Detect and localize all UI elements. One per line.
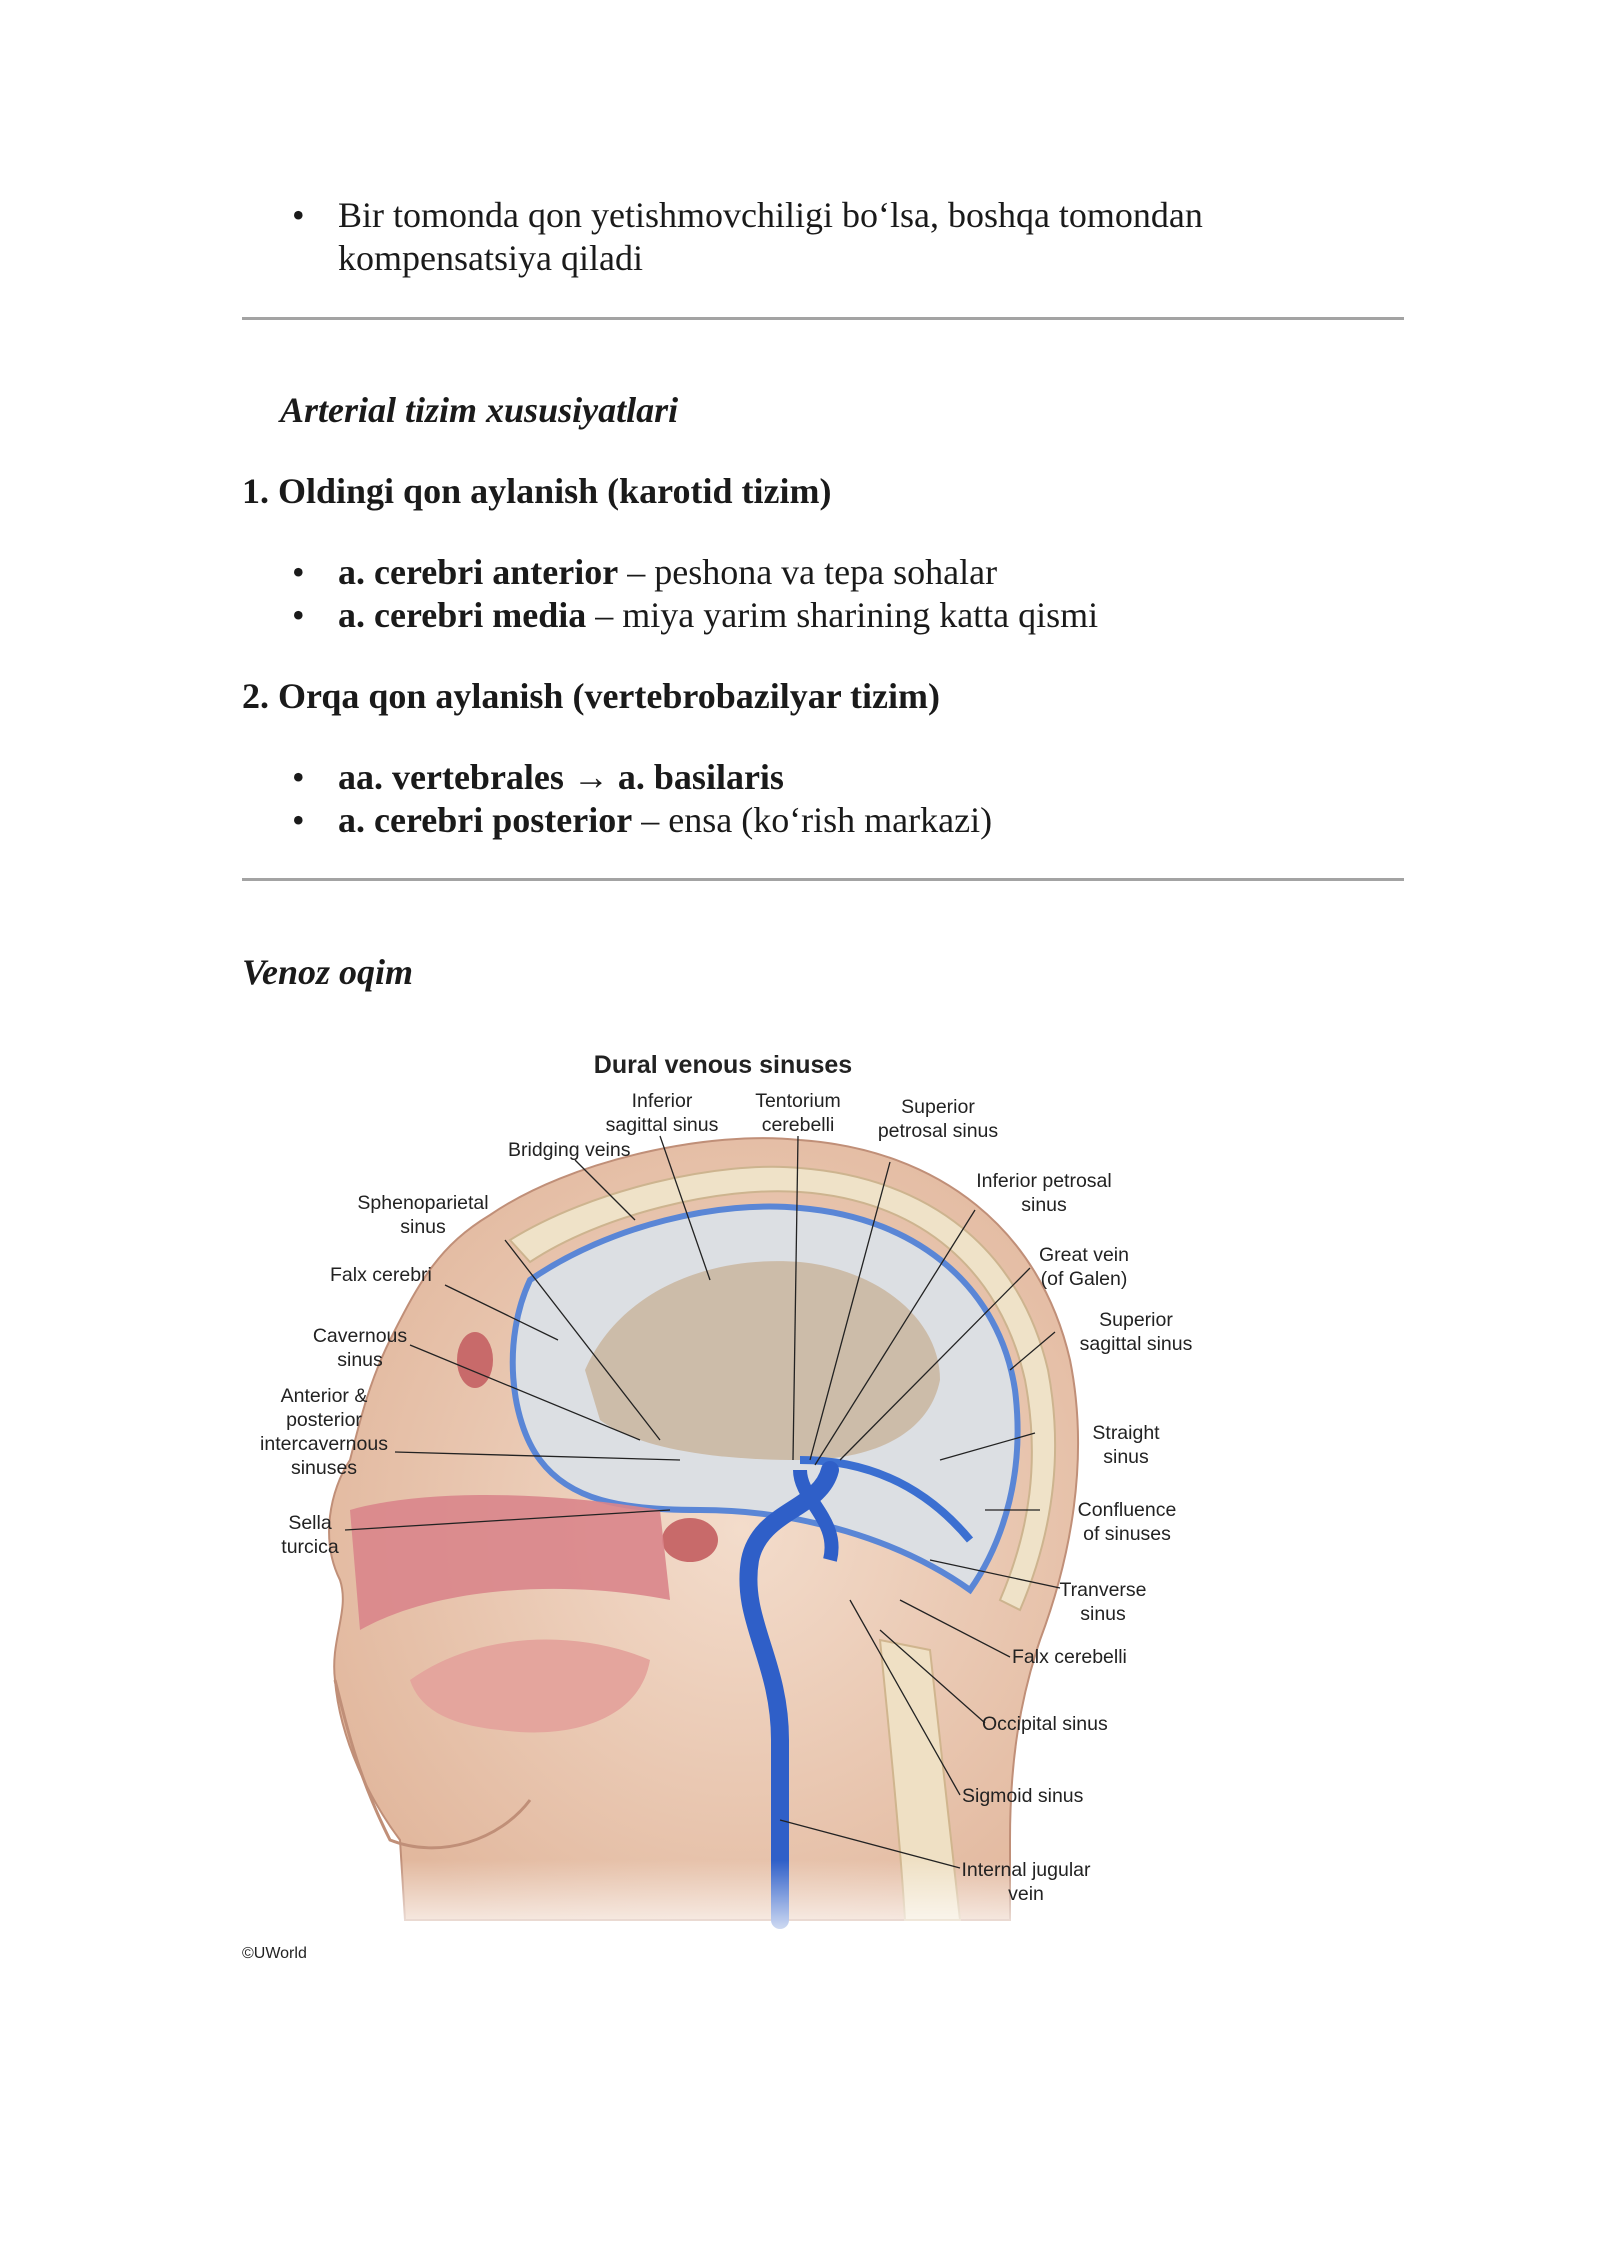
label-great-vein-of-galen: (of Galen) — [1041, 1268, 1128, 1290]
horizontal-rule — [242, 878, 1404, 881]
artery-term: aa. vertebrales → a. basilaris — [338, 757, 784, 797]
label-cavernous-sinus: sinus — [337, 1349, 383, 1371]
label-occipital-sinus: Occipital sinus — [982, 1713, 1108, 1735]
label-cavernous-sinus: Cavernous — [313, 1325, 408, 1347]
label-sella-turcica: Sella — [288, 1512, 332, 1534]
label-transverse-sinus: Tranverse — [1059, 1579, 1146, 1601]
list-item: • a. cerebri posterior – ensa (ko‘rish m… — [242, 799, 1442, 842]
list-item: • Bir tomonda qon yetishmovchiligi bo‘ls… — [242, 194, 1442, 280]
artery-description: – ensa (ko‘rish markazi) — [632, 800, 993, 840]
heading-anterior-circulation: 1. Oldingi qon aylanish (karotid tizim) — [242, 471, 832, 511]
label-sphenoparietal-sinus: sinus — [400, 1216, 446, 1238]
bullet-icon: • — [292, 800, 305, 840]
section-title-arterial: Arterial tizim xususiyatlari — [280, 390, 679, 430]
label-falx-cerebri: Falx cerebri — [330, 1264, 432, 1286]
label-falx-cerebelli: Falx cerebelli — [1012, 1646, 1127, 1668]
label-superior-sagittal-sinus: Superior — [1099, 1309, 1173, 1331]
label-transverse-sinus: sinus — [1080, 1603, 1126, 1625]
label-intercavernous-sinuses: sinuses — [291, 1457, 357, 1479]
label-inferior-sagittal-sinus: Inferior — [632, 1090, 693, 1112]
label-sphenoparietal-sinus: Sphenoparietal — [357, 1192, 488, 1214]
section-title-venous: Venoz oqim — [242, 952, 414, 992]
label-leader-lines — [344, 1135, 1061, 1869]
list-item: • a. cerebri media – miya yarim sharinin… — [242, 594, 1442, 637]
bullet-text-line2: kompensatsiya qiladi — [338, 238, 643, 278]
label-straight-sinus: Straight — [1092, 1422, 1160, 1444]
bullet-icon: • — [292, 195, 305, 235]
label-tentorium-cerebelli: cerebelli — [762, 1114, 835, 1136]
list-item: • aa. vertebrales → a. basilaris — [242, 756, 1442, 799]
label-sigmoid-sinus: Sigmoid sinus — [962, 1785, 1084, 1807]
artery-term: a. cerebri anterior — [338, 552, 619, 592]
label-internal-jugular-vein: vein — [1008, 1883, 1044, 1905]
label-straight-sinus: sinus — [1103, 1446, 1149, 1468]
artery-term: a. cerebri posterior — [338, 800, 633, 840]
list-item: • a. cerebri anterior – peshona va tepa … — [242, 551, 1442, 594]
label-internal-jugular-vein: Internal jugular — [962, 1859, 1092, 1881]
label-intercavernous-sinuses: posterior — [286, 1409, 362, 1431]
bullet-icon: • — [292, 595, 305, 635]
artery-term: a. cerebri media — [338, 595, 587, 635]
label-bridging-veins: Bridging veins — [508, 1139, 631, 1161]
head-sagittal-section — [328, 1137, 1080, 1929]
label-inferior-petrosal-sinus: Inferior petrosal — [976, 1170, 1111, 1192]
horizontal-rule — [242, 317, 1404, 320]
anatomy-illustration: Dural venous sinuses — [240, 1051, 1240, 1962]
dural-venous-sinuses-figure: Dural venous sinuses — [240, 1040, 1240, 1980]
label-tentorium-cerebelli: Tentorium — [755, 1090, 841, 1112]
label-sella-turcica: turcica — [281, 1536, 339, 1558]
artery-description: – peshona va tepa sohalar — [618, 552, 998, 592]
posterior-artery-list: • aa. vertebrales → a. basilaris • a. ce… — [242, 756, 1442, 842]
label-inferior-petrosal-sinus: sinus — [1021, 1194, 1067, 1216]
label-superior-petrosal-sinus: Superior — [901, 1096, 975, 1118]
bullet-text-line1: Bir tomonda qon yetishmovchiligi bo‘lsa,… — [338, 195, 1203, 235]
figure-title: Dural venous sinuses — [594, 1051, 852, 1079]
bullet-icon: • — [292, 757, 305, 797]
heading-posterior-circulation: 2. Orqa qon aylanish (vertebrobazilyar t… — [242, 676, 940, 716]
figure-credit: ©UWorld — [242, 1945, 307, 1962]
anatomy-labels: Inferior sagittal sinus Tentorium cerebe… — [260, 1090, 1193, 1905]
artery-description: – miya yarim sharining katta qismi — [586, 595, 1099, 635]
label-intercavernous-sinuses: intercavernous — [260, 1433, 388, 1455]
anterior-artery-list: • a. cerebri anterior – peshona va tepa … — [242, 551, 1442, 637]
label-confluence-of-sinuses: of sinuses — [1083, 1523, 1171, 1545]
label-superior-sagittal-sinus: sagittal sinus — [1080, 1333, 1193, 1355]
label-superior-petrosal-sinus: petrosal sinus — [878, 1120, 999, 1142]
label-inferior-sagittal-sinus: sagittal sinus — [606, 1114, 719, 1136]
label-intercavernous-sinuses: Anterior & — [281, 1385, 368, 1407]
bullet-icon: • — [292, 552, 305, 592]
top-bullet-list: • Bir tomonda qon yetishmovchiligi bo‘ls… — [242, 194, 1442, 280]
label-confluence-of-sinuses: Confluence — [1078, 1499, 1177, 1521]
label-great-vein-of-galen: Great vein — [1039, 1244, 1129, 1266]
